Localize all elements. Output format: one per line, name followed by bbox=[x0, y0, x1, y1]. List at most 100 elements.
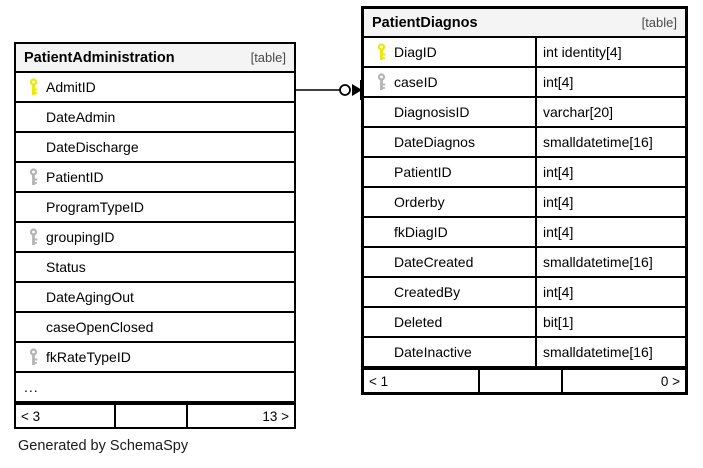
column-name: DiagnosisID bbox=[394, 104, 470, 120]
table-row[interactable]: Status bbox=[16, 253, 294, 283]
entity-title: PatientAdministration bbox=[24, 49, 175, 66]
column-name-cell: PatientID bbox=[364, 158, 535, 186]
column-type: int[4] bbox=[543, 224, 574, 240]
column-name-cell: ... bbox=[16, 373, 294, 401]
key-slot bbox=[368, 43, 394, 61]
column-name-cell: DateAdmin bbox=[16, 103, 294, 131]
table-row[interactable]: DateDischarge bbox=[16, 133, 294, 163]
table-row[interactable]: DateCreated smalldatetime[16] bbox=[364, 248, 685, 278]
column-name-cell: fkDiagID bbox=[364, 218, 535, 246]
primary-key-icon bbox=[29, 78, 37, 95]
column-name: ProgramTypeID bbox=[46, 199, 145, 215]
column-type: smalldatetime[16] bbox=[543, 134, 653, 150]
pager-next[interactable]: 0 > bbox=[660, 373, 680, 389]
column-type: bit[1] bbox=[543, 314, 574, 330]
key-slot bbox=[20, 348, 46, 366]
column-type-cell: int[4] bbox=[535, 188, 685, 216]
crows-foot-icon bbox=[352, 84, 362, 96]
column-name: PatientID bbox=[46, 169, 104, 185]
column-name-cell: DateCreated bbox=[364, 248, 535, 276]
column-type: int identity[4] bbox=[543, 44, 622, 60]
table-row[interactable]: AdmitID bbox=[16, 73, 294, 103]
table-pager-row: < 3 13 > bbox=[16, 403, 294, 427]
table-row[interactable]: fkDiagID int[4] bbox=[364, 218, 685, 248]
pager-prev[interactable]: < 3 bbox=[16, 405, 117, 427]
column-name-cell: caseID bbox=[364, 68, 535, 96]
foreign-key-icon bbox=[29, 228, 37, 245]
column-name: DateDiagnos bbox=[394, 134, 475, 150]
column-name: DateAgingOut bbox=[46, 289, 134, 305]
column-name: groupingID bbox=[46, 229, 115, 245]
column-type: smalldatetime[16] bbox=[543, 344, 653, 360]
table-row[interactable]: DateAgingOut bbox=[16, 283, 294, 313]
column-name-cell: DateDiagnos bbox=[364, 128, 535, 156]
column-name-cell: CreatedBy bbox=[364, 278, 535, 306]
column-name-cell: Orderby bbox=[364, 188, 535, 216]
column-name: DateCreated bbox=[394, 254, 474, 270]
column-type-cell: bit[1] bbox=[535, 308, 685, 336]
column-name-cell: Status bbox=[16, 253, 294, 281]
pager-middle bbox=[480, 370, 563, 392]
column-name-cell: AdmitID bbox=[16, 73, 294, 101]
pager-next[interactable]: 13 > bbox=[262, 408, 289, 424]
primary-key-icon bbox=[377, 43, 385, 60]
column-type-cell: varchar[20] bbox=[535, 98, 685, 126]
column-name: Orderby bbox=[394, 194, 445, 210]
foreign-key-icon bbox=[29, 348, 37, 365]
table-row[interactable]: Orderby int[4] bbox=[364, 188, 685, 218]
table-row-more[interactable]: ... bbox=[16, 373, 294, 403]
column-name: DateAdmin bbox=[46, 109, 116, 125]
foreign-key-icon bbox=[377, 73, 385, 90]
column-name: Status bbox=[46, 259, 86, 275]
relationship-connector bbox=[294, 70, 364, 110]
column-name-cell: DateDischarge bbox=[16, 133, 294, 161]
key-slot bbox=[20, 168, 46, 186]
column-name: fkRateTypeID bbox=[46, 349, 131, 365]
column-name: AdmitID bbox=[46, 79, 96, 95]
column-type: int[4] bbox=[543, 284, 574, 300]
column-name-cell: groupingID bbox=[16, 223, 294, 251]
column-name: DateDischarge bbox=[46, 139, 139, 155]
column-name-cell: PatientID bbox=[16, 163, 294, 191]
column-name-cell: DiagID bbox=[364, 38, 535, 66]
column-name-cell: DateAgingOut bbox=[16, 283, 294, 311]
table-row[interactable]: DateDiagnos smalldatetime[16] bbox=[364, 128, 685, 158]
generated-by-caption: Generated by SchemaSpy bbox=[18, 438, 189, 454]
entity-title: PatientDiagnos bbox=[372, 14, 478, 31]
entity-header: PatientAdministration [table] bbox=[16, 44, 294, 73]
more-columns-indicator: ... bbox=[24, 379, 39, 395]
table-pager-row: < 1 0 > bbox=[364, 368, 685, 392]
zero-cardinality-icon bbox=[339, 84, 351, 96]
key-slot bbox=[368, 73, 394, 91]
column-type: smalldatetime[16] bbox=[543, 254, 653, 270]
column-type-cell: int identity[4] bbox=[535, 38, 685, 66]
column-type-cell: int[4] bbox=[535, 158, 685, 186]
pager-prev[interactable]: < 1 bbox=[364, 370, 480, 392]
column-type: varchar[20] bbox=[543, 104, 614, 120]
table-row[interactable]: DateAdmin bbox=[16, 103, 294, 133]
table-row[interactable]: ProgramTypeID bbox=[16, 193, 294, 223]
column-name: PatientID bbox=[394, 164, 452, 180]
table-row[interactable]: PatientID int[4] bbox=[364, 158, 685, 188]
table-row[interactable]: fkRateTypeID bbox=[16, 343, 294, 373]
column-type: int[4] bbox=[543, 164, 574, 180]
entity-patient-administration[interactable]: PatientAdministration [table] AdmitID Dat… bbox=[14, 42, 296, 429]
table-row[interactable]: DiagID int identity[4] bbox=[364, 38, 685, 68]
table-row[interactable]: caseOpenClosed bbox=[16, 313, 294, 343]
column-type-cell: smalldatetime[16] bbox=[535, 248, 685, 276]
column-name-cell: ProgramTypeID bbox=[16, 193, 294, 221]
table-row[interactable]: PatientID bbox=[16, 163, 294, 193]
table-row[interactable]: CreatedBy int[4] bbox=[364, 278, 685, 308]
table-row[interactable]: groupingID bbox=[16, 223, 294, 253]
column-name: DiagID bbox=[394, 44, 437, 60]
column-name: caseID bbox=[394, 74, 438, 90]
relationship-line-icon bbox=[294, 80, 362, 100]
table-row[interactable]: DiagnosisID varchar[20] bbox=[364, 98, 685, 128]
column-name-cell: fkRateTypeID bbox=[16, 343, 294, 371]
